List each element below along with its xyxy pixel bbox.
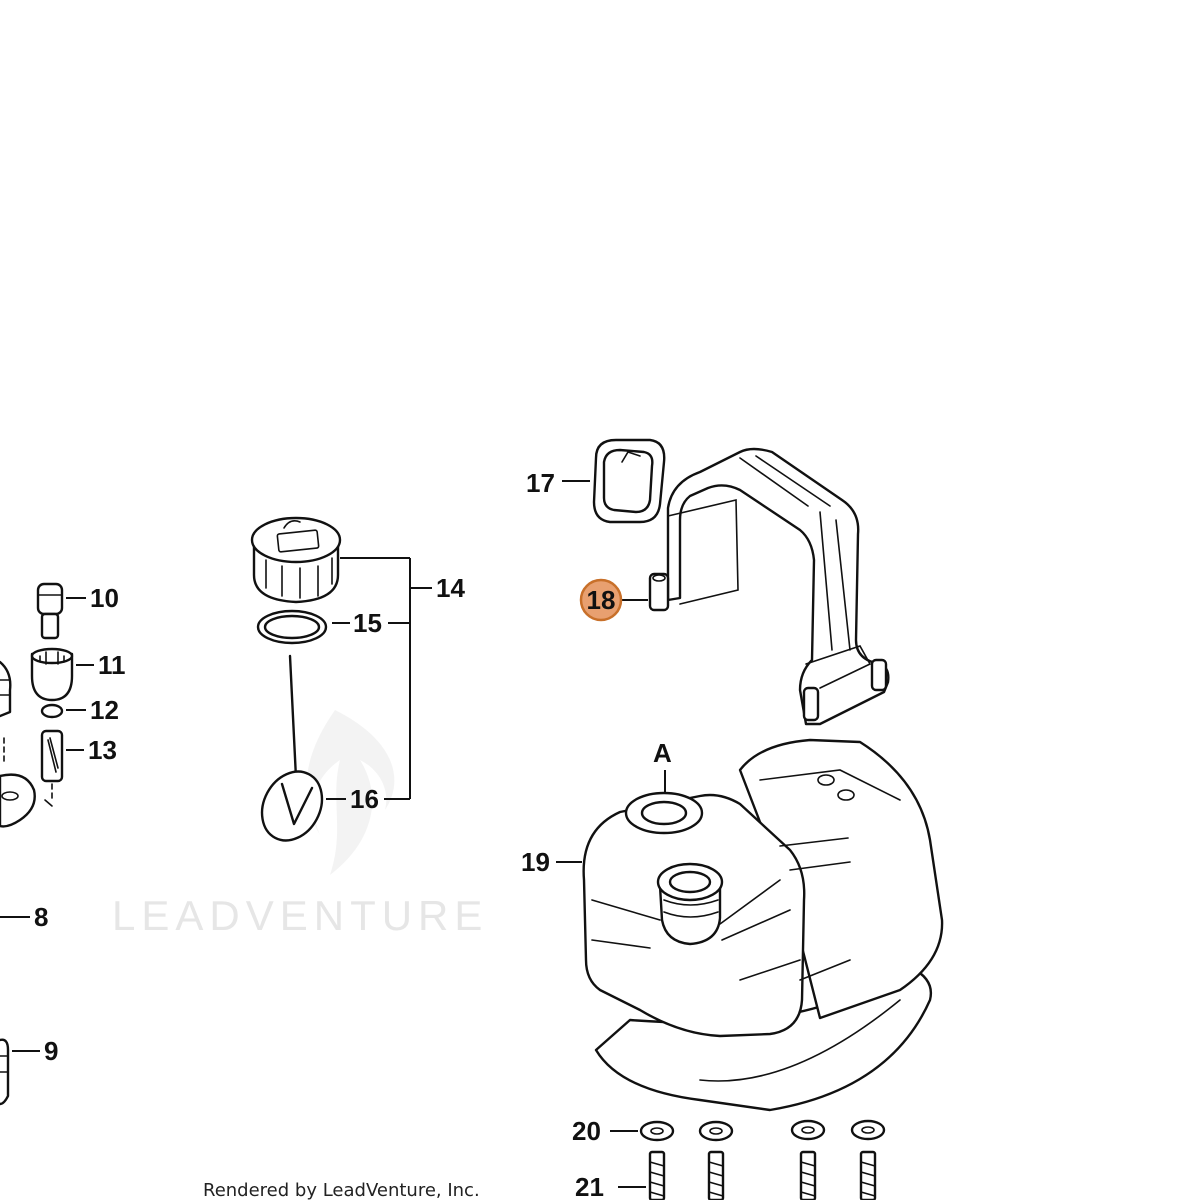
- callout-11[interactable]: 11: [98, 650, 126, 680]
- callout-18[interactable]: 18: [587, 585, 616, 615]
- callout-A[interactable]: A: [653, 738, 672, 768]
- callout-16[interactable]: 16: [350, 784, 379, 814]
- part-17-clip[interactable]: [592, 438, 666, 524]
- part-11-grommet[interactable]: [30, 647, 74, 702]
- part-20-washers[interactable]: [639, 1119, 886, 1142]
- callout-17[interactable]: 17: [526, 468, 555, 498]
- callout-10[interactable]: 10: [90, 583, 119, 613]
- callout-20[interactable]: 20: [572, 1116, 601, 1146]
- watermark-flame-logo: [306, 710, 395, 875]
- part-18-fuel-tank-strap[interactable]: [648, 447, 890, 726]
- bracket-14: [340, 557, 432, 800]
- part-19-fuel-tank[interactable]: [582, 738, 944, 1112]
- part-10-fitting[interactable]: [36, 582, 64, 640]
- callout-12[interactable]: 12: [90, 695, 119, 725]
- callout-21[interactable]: 21: [575, 1172, 604, 1200]
- callout-9[interactable]: 9: [44, 1036, 58, 1066]
- callout-8[interactable]: 8: [34, 902, 48, 932]
- callout-14[interactable]: 14: [436, 573, 465, 603]
- callout-19[interactable]: 19: [521, 847, 550, 877]
- part-14-fuel-cap[interactable]: [250, 516, 342, 604]
- part-9-edge: [0, 1038, 10, 1106]
- render-credit: Rendered by LeadVenture, Inc.: [203, 1180, 480, 1200]
- part-left-edge-hose: [0, 660, 36, 828]
- watermark-text: LEADVENTURE: [112, 892, 488, 939]
- part-13-sleeve[interactable]: [40, 729, 64, 807]
- part-16-dipstick[interactable]: [250, 654, 333, 851]
- callout-18-highlight[interactable]: 18: [579, 578, 623, 622]
- callout-15[interactable]: 15: [353, 608, 382, 638]
- part-15-gasket[interactable]: [256, 609, 328, 645]
- callout-18-badge[interactable]: [579, 578, 623, 622]
- callout-13[interactable]: 13: [88, 735, 117, 765]
- part-21-screws[interactable]: [648, 1150, 877, 1200]
- watermark: LEADVENTURE: [112, 710, 488, 939]
- part-12-o-ring[interactable]: [40, 703, 64, 719]
